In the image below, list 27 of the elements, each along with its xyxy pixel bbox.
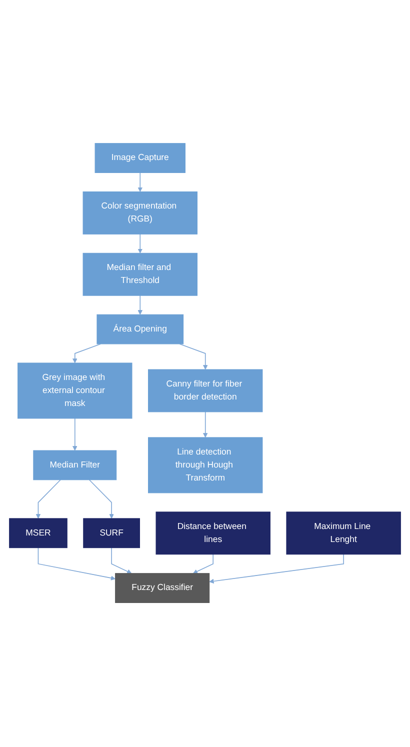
arrow xyxy=(209,554,344,584)
arrow xyxy=(72,344,101,364)
arrow xyxy=(88,480,114,520)
node-box xyxy=(96,314,184,345)
arrow xyxy=(138,234,143,254)
node-box xyxy=(18,363,132,420)
node-box xyxy=(286,512,401,556)
node-box xyxy=(94,144,186,174)
arrow xyxy=(38,548,116,581)
arrow xyxy=(36,480,61,520)
arrow xyxy=(111,548,132,574)
node-box xyxy=(148,370,263,413)
flowchart: Image Capture Color segmentation (RGB) Median filter and Threshold Área Opening Grey image with external contour mask Canny filter for fiber border detection Median Filter Line detection through Hough Transform MSER SURF Distance between lines Fuzzy Classifier Maximum Line Lenght xyxy=(5,139,405,608)
node-box xyxy=(82,192,198,235)
arrow xyxy=(138,296,143,316)
node-box xyxy=(156,512,270,556)
arrow xyxy=(192,554,214,574)
arrow xyxy=(138,172,143,192)
arrow xyxy=(72,418,78,452)
arrow xyxy=(202,412,208,438)
node-box xyxy=(82,253,198,296)
node-box xyxy=(33,450,117,481)
arrow xyxy=(179,344,208,370)
node-box xyxy=(83,518,140,549)
node-box xyxy=(9,518,68,549)
node-box xyxy=(115,574,210,604)
node-box xyxy=(148,438,263,494)
